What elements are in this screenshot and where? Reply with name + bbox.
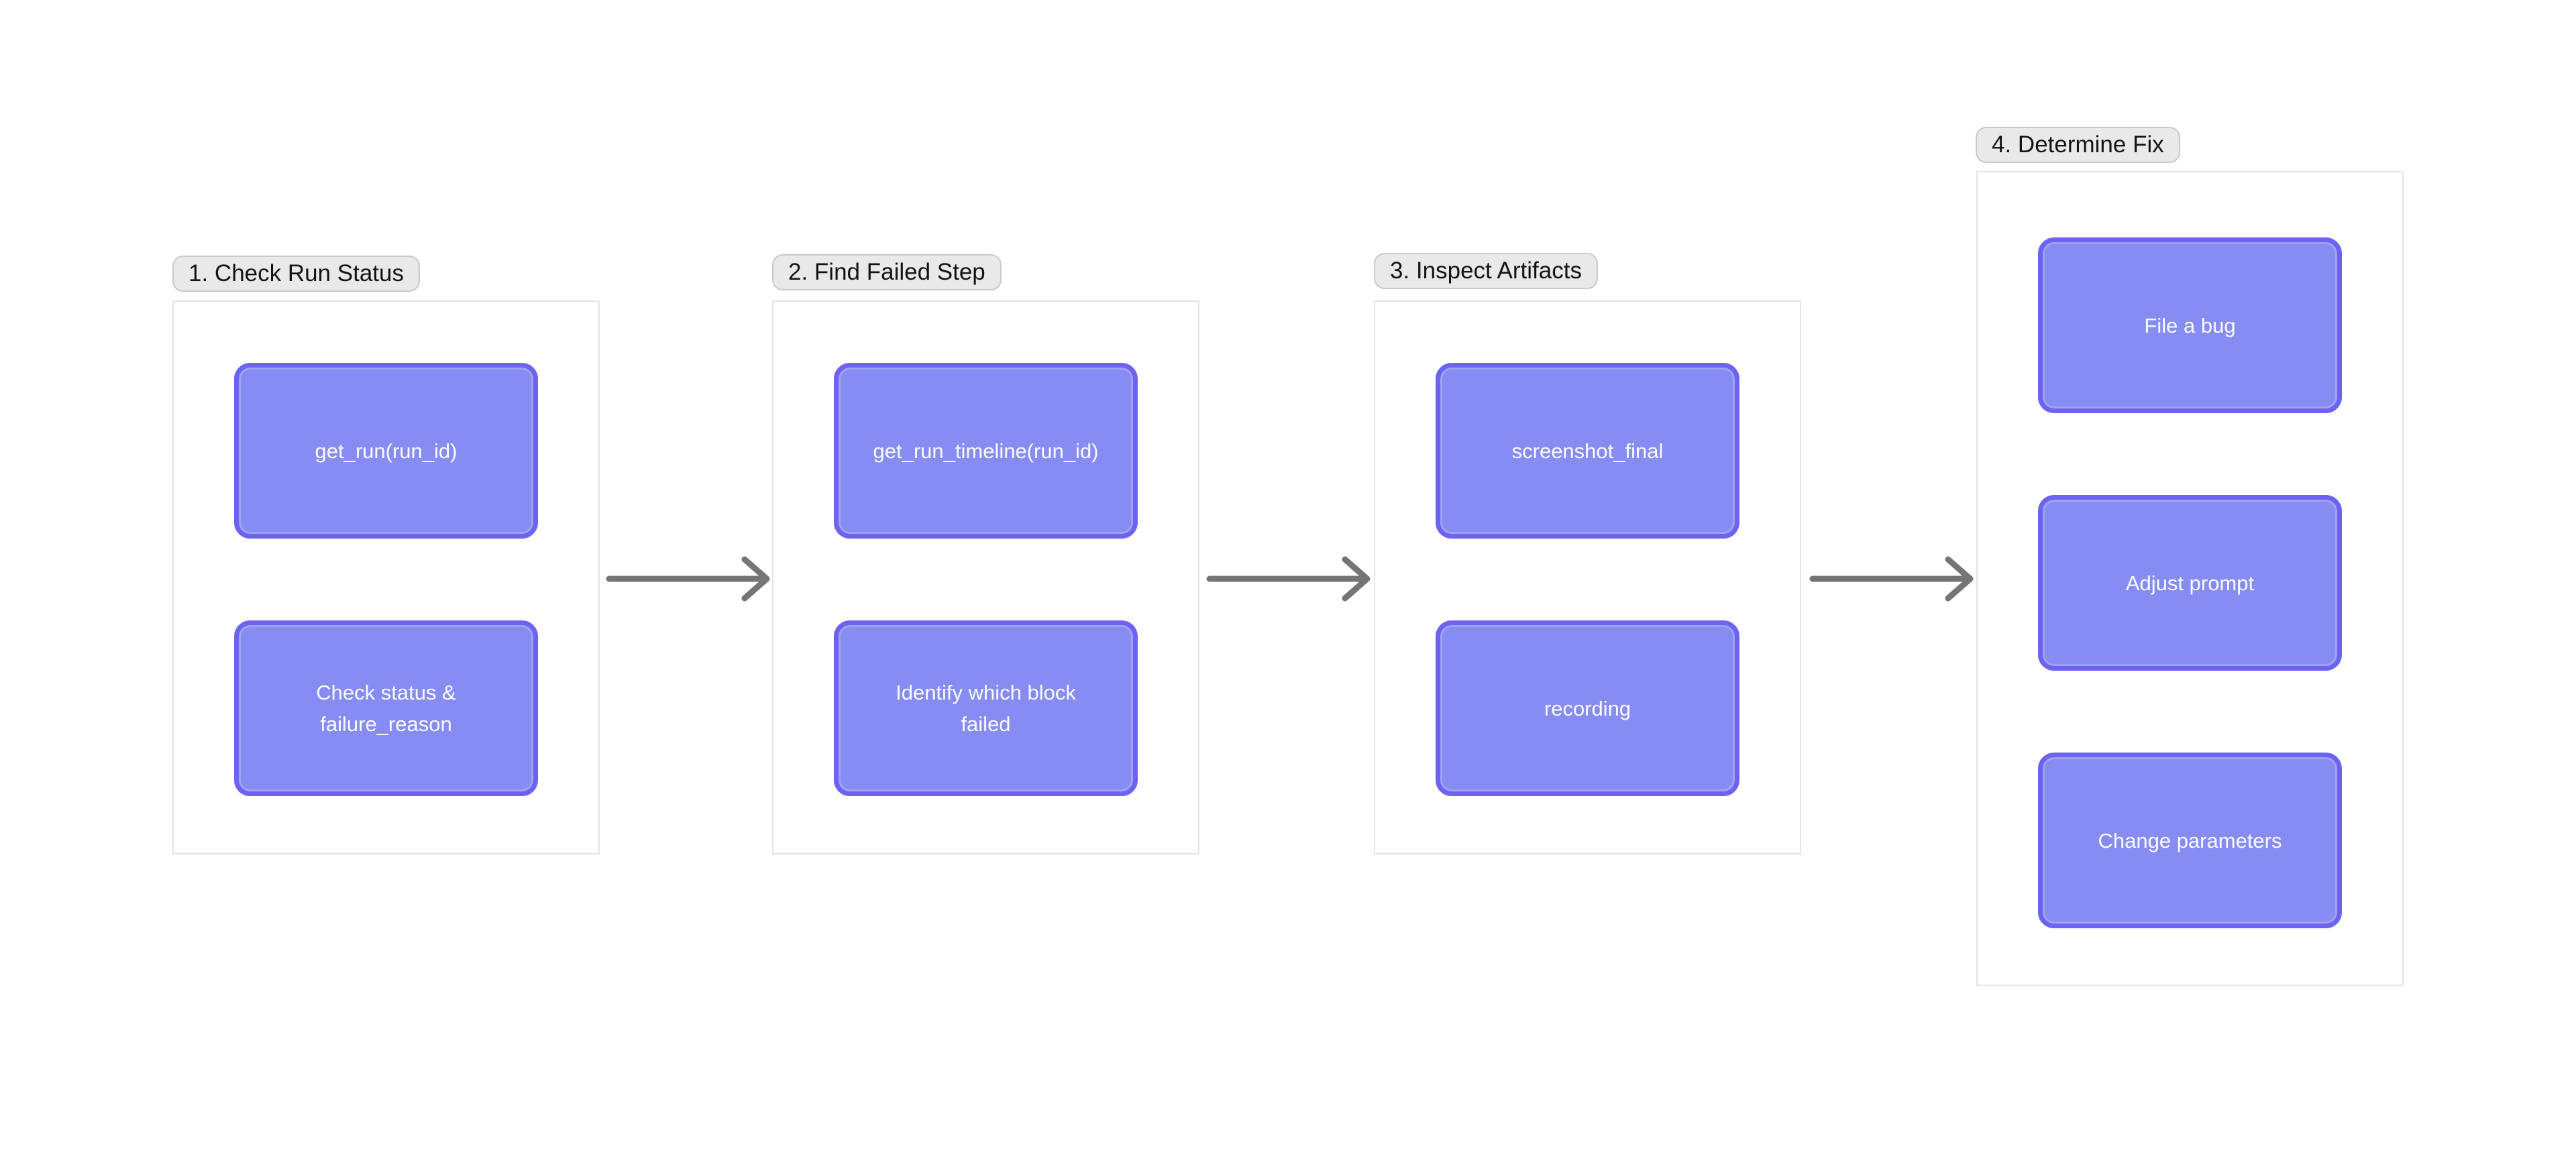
- node-text: get_run_timeline(run_id): [873, 439, 1099, 463]
- node-check-status-failure-reason[interactable]: Check status & failure_reason: [234, 620, 538, 796]
- arrow-step2-to-step3[interactable]: [1204, 549, 1372, 609]
- group-label-check-run-status[interactable]: 1. Check Run Status: [172, 256, 420, 292]
- group-label-inspect-artifacts[interactable]: 3. Inspect Artifacts: [1374, 253, 1598, 289]
- group-label-text: 1. Check Run Status: [189, 260, 404, 286]
- group-frame-inspect-artifacts[interactable]: screenshot_final recording: [1374, 300, 1801, 854]
- node-change-parameters[interactable]: Change parameters: [2038, 753, 2342, 928]
- node-text: screenshot_final: [1511, 439, 1664, 463]
- group-frame-determine-fix[interactable]: File a bug Adjust prompt Change paramete…: [1976, 171, 2404, 986]
- node-adjust-prompt[interactable]: Adjust prompt: [2038, 495, 2342, 671]
- node-text: Change parameters: [2098, 828, 2282, 852]
- node-get-run-timeline[interactable]: get_run_timeline(run_id): [834, 363, 1138, 539]
- arrow-head: [1945, 556, 1974, 602]
- arrow-step1-to-step2[interactable]: [604, 549, 771, 609]
- group-label-text: 4. Determine Fix: [1992, 131, 2164, 158]
- node-text: File a bug: [2144, 313, 2236, 337]
- node-get-run[interactable]: get_run(run_id): [234, 363, 538, 539]
- group-label-determine-fix[interactable]: 4. Determine Fix: [1976, 127, 2180, 163]
- node-text: Identify which block failed: [896, 681, 1076, 736]
- arrow-step3-to-step4[interactable]: [1807, 549, 1975, 609]
- node-text: Check status & failure_reason: [316, 681, 456, 736]
- arrow-head: [741, 556, 770, 602]
- group-label-text: 2. Find Failed Step: [788, 259, 985, 285]
- node-text: get_run(run_id): [315, 439, 458, 463]
- group-label-text: 3. Inspect Artifacts: [1390, 258, 1582, 284]
- node-recording[interactable]: recording: [1436, 620, 1739, 796]
- arrow-head: [1342, 556, 1371, 602]
- group-label-find-failed-step[interactable]: 2. Find Failed Step: [772, 254, 1002, 290]
- node-identify-failed-block[interactable]: Identify which block failed: [834, 620, 1138, 796]
- group-frame-find-failed-step[interactable]: get_run_timeline(run_id) Identify which …: [772, 300, 1199, 854]
- node-file-a-bug[interactable]: File a bug: [2038, 237, 2342, 413]
- node-screenshot-final[interactable]: screenshot_final: [1436, 363, 1739, 539]
- node-text: recording: [1544, 696, 1631, 720]
- node-text: Adjust prompt: [2125, 571, 2255, 595]
- group-frame-check-run-status[interactable]: get_run(run_id) Check status & failure_r…: [172, 300, 600, 854]
